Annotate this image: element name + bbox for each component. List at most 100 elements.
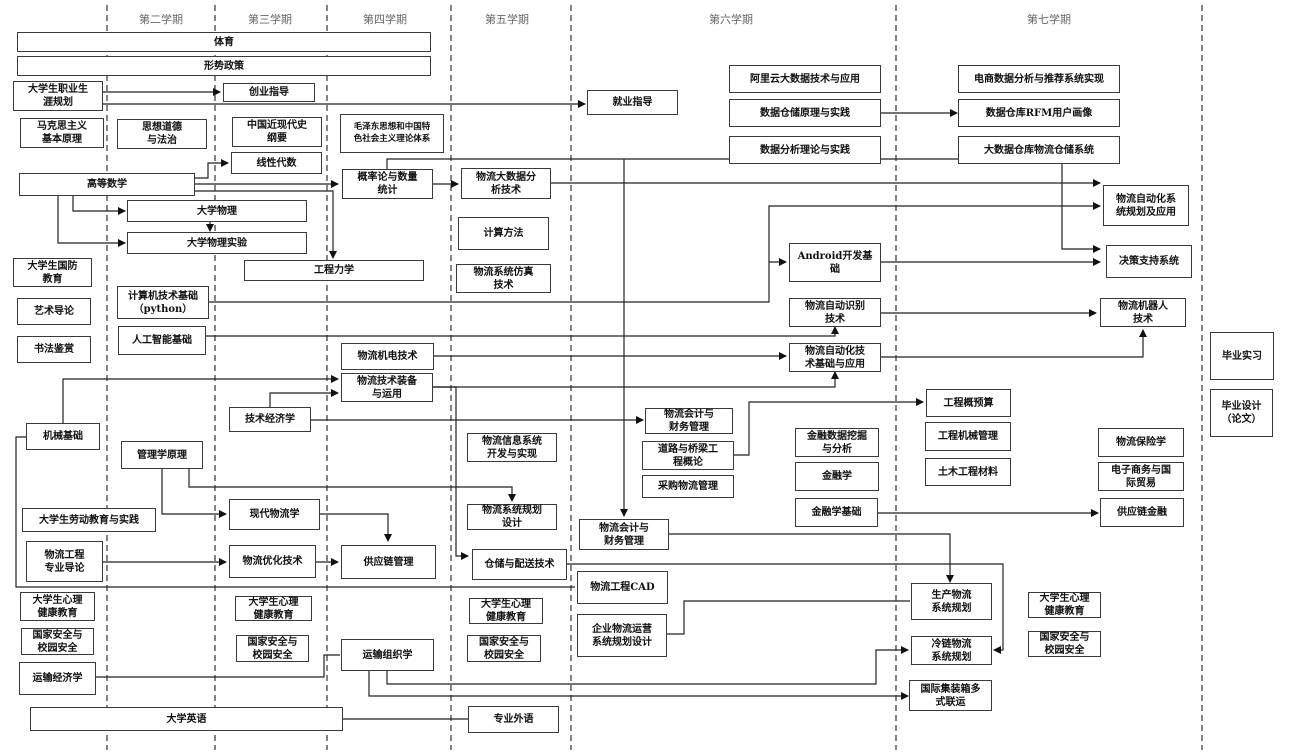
course-box: 大学生劳动教育与实践: [22, 508, 156, 532]
course-box: 物流系统规划 设计: [467, 504, 557, 530]
course-box: 金融学: [795, 462, 879, 491]
course-box: 中国近现代史 纲要: [232, 117, 322, 147]
course-box: 专业外语: [468, 706, 559, 733]
course-box: 金融数据挖掘 与分析: [795, 428, 879, 457]
course-box: 物流系统仿真 技术: [456, 264, 551, 293]
course-box: 人工智能基础: [118, 326, 206, 355]
course-box: 形势政策: [17, 56, 431, 76]
connector: [386, 646, 909, 685]
course-box: 土木工程材料: [925, 458, 1011, 486]
semester-dividers: [106, 5, 1203, 750]
connector: [203, 326, 839, 337]
connector: [194, 190, 337, 259]
connector: [96, 654, 340, 678]
connector: [734, 398, 924, 456]
semester-header: 第五学期: [485, 13, 529, 26]
connectors: [15, 88, 1147, 720]
course-box: 运输经济学: [19, 662, 96, 695]
connector: [368, 671, 909, 700]
course-box: 电商数据分析与推荐系统实现: [958, 65, 1120, 93]
course-box: 毛泽东思想和中国特 色社会主义理论体系: [340, 114, 444, 153]
connector: [432, 371, 839, 388]
course-box: 冷链物流 系统规划: [911, 636, 992, 665]
course-box: 运输组织学: [341, 639, 434, 671]
connector: [209, 258, 787, 303]
course-box: 线性代数: [231, 152, 322, 174]
connector: [768, 202, 1101, 262]
semester-header: 第二学期: [139, 13, 183, 26]
course-box: 物流技术装备 与运用: [341, 373, 433, 402]
course-box: 物流机器人 技术: [1100, 298, 1186, 327]
course-box: 概率论与数量 统计: [342, 169, 433, 199]
connector: [668, 533, 954, 583]
course-box: 供应链管理: [341, 545, 436, 579]
course-box: 生产物流 系统规划: [911, 583, 992, 620]
course-box: 数据仓储原理与实践: [729, 99, 881, 127]
course-box: 计算方法: [458, 217, 549, 250]
course-box: 阿里云大数据技术与应用: [729, 65, 881, 93]
course-box: 物流工程 专业导论: [26, 541, 103, 582]
course-box: 毕业实习: [1210, 332, 1274, 380]
course-box: 物流优化技术: [229, 545, 316, 578]
semester-header: 第七学期: [1027, 13, 1071, 26]
connector: [194, 159, 229, 179]
course-box: 大学生国防 教育: [13, 258, 92, 287]
course-box: 书法鉴赏: [17, 336, 91, 363]
course-box: 物流自动化系 统规划及应用: [1103, 185, 1189, 226]
semester-header: 第六学期: [709, 13, 753, 26]
course-box: 数据分析理论与实践: [729, 136, 881, 164]
course-box: 大学生心理 健康教育: [235, 596, 312, 621]
course-box: 物流自动化技 术基础与应用: [789, 343, 881, 372]
course-box: 数据仓库RFM用户画像: [958, 99, 1120, 127]
course-box: 毕业设计 （论文）: [1210, 389, 1273, 437]
course-box: 国家安全与 校园安全: [1028, 631, 1101, 657]
connector: [15, 436, 575, 588]
course-box: 物流工程CAD: [577, 571, 668, 604]
semester-header: 第三学期: [248, 13, 292, 26]
course-box: 大学英语: [30, 707, 343, 731]
course-box: 大学物理实验: [127, 232, 307, 254]
course-box: 大学生心理 健康教育: [20, 592, 95, 621]
course-box: 管理学原理: [121, 441, 203, 469]
course-box: 大学生心理 健康教育: [469, 598, 543, 624]
connector: [188, 469, 516, 502]
course-box: 就业指导: [587, 90, 678, 115]
connector: [161, 469, 227, 518]
course-box: 物流会计与 财务管理: [645, 408, 733, 434]
course-box: 物流自动识别 技术: [789, 298, 881, 327]
course-box: 计算机技术基础 （python）: [117, 286, 209, 319]
course-box: 国家安全与 校园安全: [21, 628, 94, 655]
course-box: 物流机电技术: [341, 343, 434, 370]
course-box: 电子商务与国 际贸易: [1098, 462, 1184, 491]
course-box: 国际集装箱多 式联运: [909, 680, 992, 711]
course-box: 大学生职业生 涯规划: [13, 81, 103, 111]
connector: [320, 513, 392, 542]
course-box: 物流会计与 财务管理: [579, 519, 669, 550]
connector: [432, 386, 469, 560]
course-box: 大数据仓库物流仓储系统: [958, 136, 1120, 164]
course-box: 物流大数据分 析技术: [461, 168, 551, 199]
course-box: 艺术导论: [17, 298, 91, 325]
connector: [667, 600, 910, 635]
course-box: Android开发基 础: [789, 243, 881, 282]
course-box: 国家安全与 校园安全: [236, 635, 309, 662]
course-box: 体育: [17, 32, 431, 52]
course-box: 决策支持系统: [1106, 245, 1192, 278]
course-box: 物流信息系统 开发与实现: [467, 433, 557, 462]
course-box: 国家安全与 校园安全: [467, 635, 541, 662]
connector: [881, 329, 1147, 358]
course-box: 创业指导: [223, 83, 315, 102]
course-box: 工程概预算: [926, 389, 1011, 417]
course-box: 工程机械管理: [925, 422, 1011, 451]
course-box: 大学物理: [127, 200, 307, 222]
semester-header: 第四学期: [363, 13, 407, 26]
course-box: 大学生心理 健康教育: [1028, 592, 1101, 618]
course-box: 马克思主义 基本原理: [20, 118, 104, 148]
course-box: 金融学基础: [795, 498, 878, 527]
course-box: 工程力学: [244, 260, 424, 281]
connector: [567, 563, 1004, 654]
course-box: 企业物流运营 系统规划设计: [577, 614, 667, 657]
course-box: 道路与桥梁工 程概论: [642, 441, 734, 470]
